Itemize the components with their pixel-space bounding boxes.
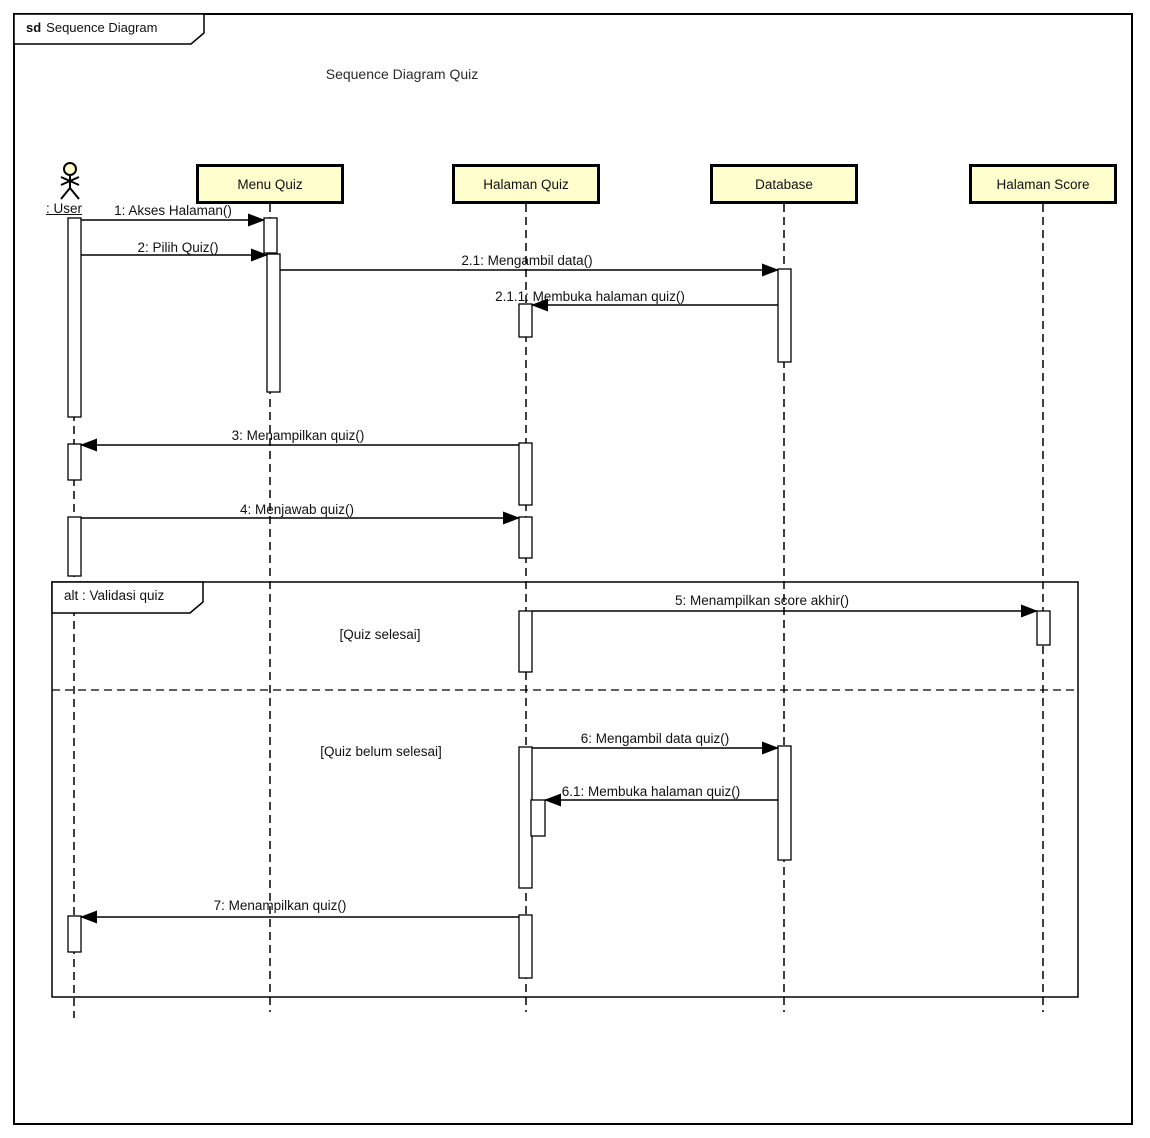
activation-user-4 (67, 915, 82, 953)
activation-menu-quiz-2 (266, 253, 281, 393)
frame-label: sd Sequence Diagram (26, 20, 157, 35)
actor-label: : User (46, 201, 83, 216)
message-3-label: 3: Menampilkan quiz() (231, 428, 365, 443)
lifeline-head-database: Database (710, 164, 858, 204)
message-5-label: 5: Menampilkan score akhir() (674, 593, 850, 608)
lifeline-head-label: Halaman Score (996, 176, 1090, 192)
lifeline-head-halaman-quiz: Halaman Quiz (452, 164, 600, 204)
message-4-label: 4: Menjawab quiz() (239, 502, 355, 517)
actor-icon (60, 162, 80, 200)
alt-operator-pentagon (51, 581, 204, 614)
activation-menu-quiz-1 (263, 217, 278, 254)
lifeline-head-label: Database (755, 176, 813, 192)
lifeline-head-label: Menu Quiz (237, 176, 303, 192)
activation-bars (67, 217, 1051, 979)
activation-user-3 (67, 516, 82, 577)
message-7-label: 7: Menampilkan quiz() (213, 898, 347, 913)
message-2-label: 2: Pilih Quiz() (137, 240, 219, 255)
frame-keyword: sd (26, 20, 42, 35)
message-6-1-label: 6.1: Membuka halaman quiz() (561, 784, 741, 799)
activation-halaman-quiz-nested (530, 799, 546, 837)
activation-user-2 (67, 443, 82, 481)
message-1-label: 1: Akses Halaman() (114, 203, 232, 218)
message-6-label: 6: Mengambil data quiz() (580, 731, 730, 746)
lifeline-head-halaman-score: Halaman Score (969, 164, 1117, 204)
frame-name: Sequence Diagram (46, 20, 158, 35)
activation-halaman-quiz-6 (518, 914, 533, 979)
lifeline-head-menu-quiz: Menu Quiz (196, 164, 344, 204)
diagram-frame (13, 13, 1133, 1125)
message-2-1-1-label: 2.1.1: Membuka halaman quiz() (495, 289, 685, 304)
activation-database-1 (777, 268, 792, 363)
lifeline-head-label: Halaman Quiz (483, 176, 569, 192)
activation-halaman-quiz-5 (518, 746, 533, 889)
activation-halaman-quiz-1 (518, 303, 533, 338)
alt-operator-label: alt : Validasi quiz (64, 588, 165, 603)
activation-user-1 (67, 217, 82, 418)
guard-quiz-selesai: [Quiz selesai] (339, 627, 421, 642)
message-arrows (80, 213, 1038, 924)
activation-halaman-quiz-2 (518, 442, 533, 506)
activation-halaman-quiz-4 (518, 610, 533, 673)
activation-database-2 (777, 745, 792, 861)
activation-halaman-quiz-3 (518, 516, 533, 559)
activation-halaman-score (1036, 610, 1051, 646)
alt-fragment (51, 581, 1079, 998)
guard-quiz-belum-selesai: [Quiz belum selesai] (320, 744, 442, 759)
diagram-title: Sequence Diagram Quiz (325, 66, 479, 82)
message-2-1-label: 2.1: Mengambil data() (461, 253, 593, 268)
frame-name-pentagon (13, 13, 205, 45)
